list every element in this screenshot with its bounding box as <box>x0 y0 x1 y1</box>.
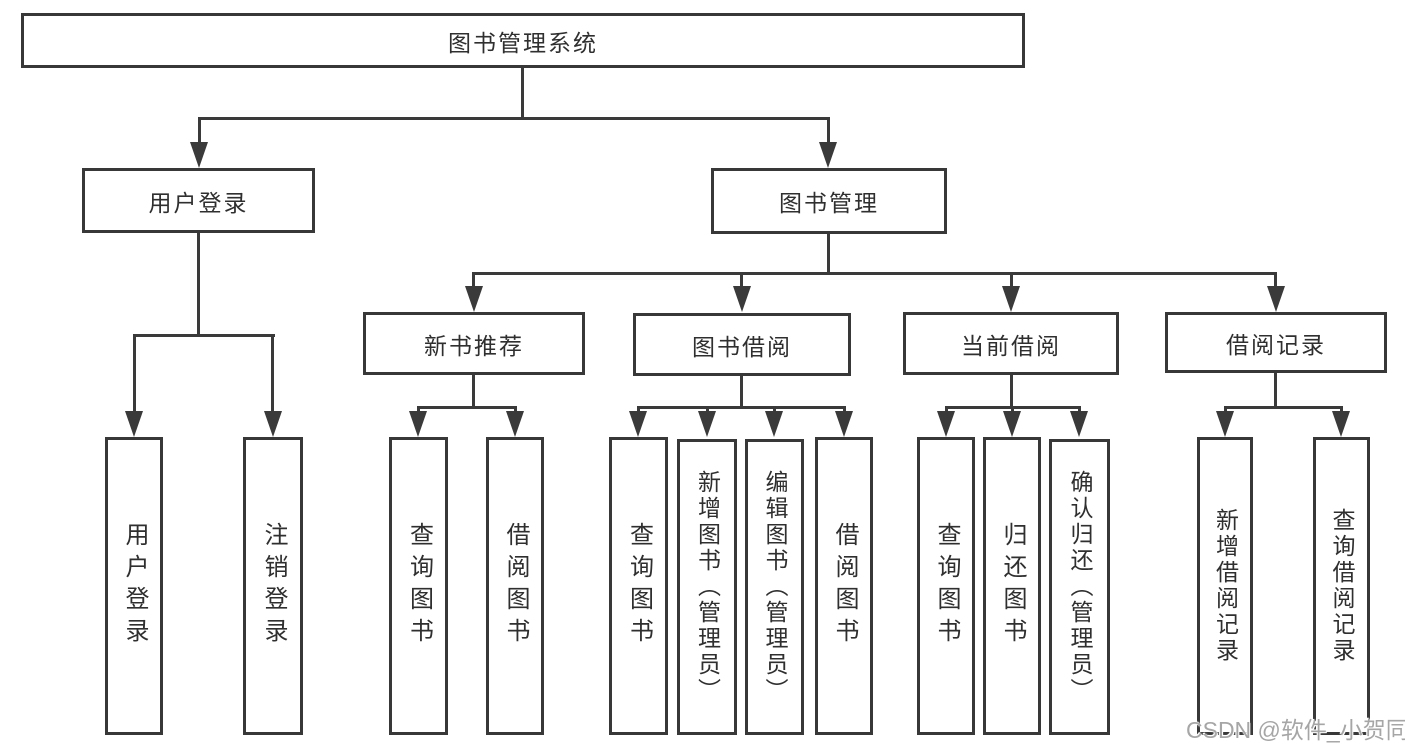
arrow-down-icon <box>409 411 427 437</box>
leaf-query-books-borrowing: 查询图书 <box>609 437 668 735</box>
arrow-down-icon <box>765 411 783 437</box>
connector-line <box>472 272 1277 275</box>
connector-line <box>740 272 743 288</box>
leaf-edit-book-admin: 编辑图书（管理员） <box>745 439 804 735</box>
connector-line <box>472 272 475 288</box>
leaf-return-book: 归还图书 <box>983 437 1041 735</box>
node-new-book-recommendation: 新书推荐 <box>363 312 585 375</box>
leaf-confirm-return-admin: 确认归还（管理员） <box>1049 439 1110 735</box>
arrow-down-icon <box>190 142 208 168</box>
node-book-management: 图书管理 <box>711 168 947 234</box>
arrow-down-icon <box>835 411 853 437</box>
csdn-watermark: CSDN @软件_小贺同学 <box>1186 717 1405 743</box>
arrow-down-icon <box>1003 411 1021 437</box>
leaf-query-books-recommend: 查询图书 <box>389 437 448 735</box>
connector-line <box>1010 375 1013 409</box>
arrow-down-icon <box>1267 286 1285 312</box>
connector-line <box>827 234 830 275</box>
arrow-down-icon <box>698 411 716 437</box>
leaf-borrow-books-recommend: 借阅图书 <box>486 437 544 735</box>
leaf-query-books-current: 查询图书 <box>917 437 975 735</box>
arrow-down-icon <box>733 286 751 312</box>
arrow-down-icon <box>1070 411 1088 437</box>
node-user-login: 用户登录 <box>82 168 315 233</box>
connector-line <box>472 375 475 409</box>
connector-line <box>133 334 275 337</box>
connector-line <box>197 233 200 337</box>
arrow-down-icon <box>819 142 837 168</box>
leaf-add-borrow-record: 新增借阅记录 <box>1197 437 1253 735</box>
leaf-borrow-books-borrowing: 借阅图书 <box>815 437 873 735</box>
connector-line <box>827 117 830 145</box>
leaf-add-book-admin: 新增图书（管理员） <box>677 439 737 735</box>
arrow-down-icon <box>1332 411 1350 437</box>
connector-line <box>740 376 743 409</box>
arrow-down-icon <box>506 411 524 437</box>
arrow-down-icon <box>264 411 282 437</box>
connector-line <box>637 406 845 409</box>
node-library-management-system: 图书管理系统 <box>21 13 1025 68</box>
node-book-borrowing: 图书借阅 <box>633 313 851 376</box>
connector-line <box>1274 272 1277 288</box>
connector-line <box>198 117 201 145</box>
connector-line <box>521 68 524 120</box>
connector-line <box>1010 272 1013 288</box>
node-borrowing-records: 借阅记录 <box>1165 312 1387 373</box>
connector-line <box>1274 373 1277 409</box>
arrow-down-icon <box>629 411 647 437</box>
leaf-query-borrow-record: 查询借阅记录 <box>1313 437 1370 735</box>
arrow-down-icon <box>1216 411 1234 437</box>
arrow-down-icon <box>937 411 955 437</box>
arrow-down-icon <box>465 286 483 312</box>
connector-line <box>271 334 274 412</box>
connector-line <box>417 406 517 409</box>
arrow-down-icon <box>1002 286 1020 312</box>
node-current-borrowing: 当前借阅 <box>903 312 1119 375</box>
leaf-logout: 注销登录 <box>243 437 303 735</box>
arrow-down-icon <box>125 411 143 437</box>
connector-line <box>1224 406 1342 409</box>
connector-line <box>198 117 830 120</box>
connector-line <box>133 334 136 412</box>
leaf-user-login: 用户登录 <box>105 437 163 735</box>
